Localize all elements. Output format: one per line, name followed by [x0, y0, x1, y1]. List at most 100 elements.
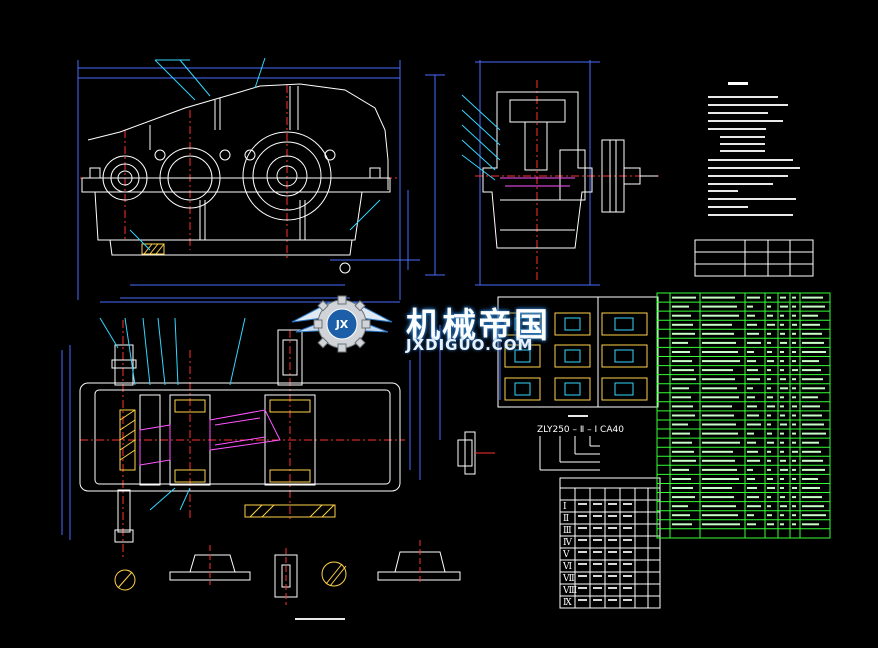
parts-cell-mark	[780, 305, 788, 308]
parts-cell-mark	[780, 341, 787, 344]
tech-notes-lines	[708, 96, 800, 216]
parts-cell-mark	[672, 450, 694, 453]
parts-cell-mark	[747, 487, 757, 489]
parts-cell-mark	[780, 360, 784, 363]
parts-cell-mark	[792, 396, 796, 399]
parts-cell-mark	[702, 296, 735, 299]
front-view-dimensions	[77, 60, 445, 303]
parts-cell-mark	[780, 396, 784, 399]
parts-cell-mark	[802, 387, 825, 390]
parts-cell-mark	[747, 468, 753, 471]
stage-label: Ⅲ	[563, 526, 572, 536]
parts-cell-mark	[767, 314, 773, 317]
parts-cell-mark	[767, 369, 771, 372]
parts-cell-mark	[672, 351, 690, 353]
parts-cell-mark	[702, 441, 740, 444]
parts-cell-mark	[792, 478, 796, 480]
parts-cell-mark	[747, 405, 757, 408]
parts-cell-mark	[780, 459, 786, 462]
parts-cell-mark	[672, 414, 695, 417]
parts-cell-mark	[780, 351, 784, 353]
parts-cell-mark	[747, 450, 758, 453]
parts-cell-mark	[672, 332, 695, 335]
parts-cell-mark	[792, 450, 798, 453]
parts-cell-mark	[792, 432, 796, 435]
parts-cell-mark	[702, 332, 734, 335]
plan-section-view	[61, 317, 421, 560]
parts-cell-mark	[672, 387, 689, 390]
model-code-text: ZLY250 – Ⅱ – Ⅰ CA40	[537, 425, 624, 435]
parts-cell-mark	[802, 314, 818, 317]
parts-cell-mark	[702, 514, 738, 517]
technical-requirements	[694, 82, 814, 277]
parts-cell-mark	[792, 523, 796, 526]
parts-cell-mark	[802, 360, 819, 363]
parts-cell-mark	[702, 323, 732, 326]
parts-cell-mark	[802, 332, 822, 335]
parts-cell-mark	[802, 505, 824, 508]
parts-cell-mark	[780, 478, 784, 480]
parts-cell-mark	[802, 396, 818, 399]
parts-cell-mark	[672, 441, 692, 444]
side-view-section	[500, 177, 575, 187]
watermark: 机械帝国 JXDIGUO.COM	[290, 292, 590, 362]
parts-cell-mark	[780, 296, 786, 299]
parts-cell-mark	[792, 423, 796, 426]
parts-cell-mark	[780, 468, 788, 471]
parts-cell-mark	[767, 505, 771, 508]
parts-cell-mark	[802, 296, 823, 299]
assembly-type-grid	[497, 296, 659, 408]
parts-cell-mark	[802, 478, 818, 480]
parts-cell-mark	[780, 369, 784, 372]
parts-cell-mark	[747, 514, 754, 517]
parts-cell-mark	[702, 505, 736, 508]
stage-label: Ⅰ	[563, 502, 567, 512]
parts-cell-mark	[767, 478, 773, 480]
plan-view-leaders	[99, 317, 246, 511]
parts-cell-mark	[802, 341, 824, 344]
parts-cell-mark	[802, 351, 826, 353]
parts-cell-mark	[672, 396, 691, 399]
parts-list-table	[656, 292, 831, 539]
parts-cell-mark	[780, 414, 785, 417]
parts-cell-mark	[767, 441, 774, 444]
parts-cell-mark	[702, 351, 738, 353]
parts-cell-mark	[767, 496, 771, 499]
parts-cell-mark	[672, 505, 688, 508]
parts-cell-mark	[792, 314, 796, 317]
parts-cell-mark	[702, 459, 735, 462]
parts-cell-mark	[702, 305, 737, 308]
parts-cell-mark	[672, 514, 690, 517]
watermark-title: 机械帝国	[406, 306, 550, 346]
parts-cell-mark	[780, 496, 785, 499]
performance-table	[694, 239, 814, 277]
parts-cell-mark	[767, 432, 772, 435]
parts-cell-mark	[702, 360, 740, 363]
parts-cell-mark	[802, 423, 824, 426]
parts-cell-mark	[767, 459, 771, 462]
parts-cell-mark	[802, 487, 820, 489]
side-view	[461, 60, 660, 286]
stage-label: Ⅸ	[563, 598, 572, 608]
parts-cell-mark	[747, 478, 755, 480]
assembly-icon-cells-2	[601, 312, 648, 401]
parts-cell-mark	[767, 323, 775, 326]
parts-cell-mark	[802, 305, 825, 308]
parts-cell-mark	[747, 432, 754, 435]
parts-cell-mark	[792, 296, 796, 299]
parts-cell-mark	[767, 405, 775, 408]
parts-cell-mark	[672, 296, 696, 299]
assembly-icon-cells	[504, 312, 591, 401]
flange-small-view	[439, 325, 501, 475]
parts-cell-mark	[802, 378, 823, 381]
ratio-table-cells	[578, 503, 632, 601]
parts-cell-mark	[780, 450, 784, 453]
parts-cell-mark	[747, 314, 755, 317]
parts-cell-mark	[672, 423, 688, 426]
parts-cell-mark	[802, 496, 822, 499]
parts-cell-mark	[747, 323, 757, 326]
parts-cell-mark	[780, 487, 784, 489]
parts-cell-mark	[780, 314, 784, 317]
plan-view-hatch	[119, 399, 311, 483]
